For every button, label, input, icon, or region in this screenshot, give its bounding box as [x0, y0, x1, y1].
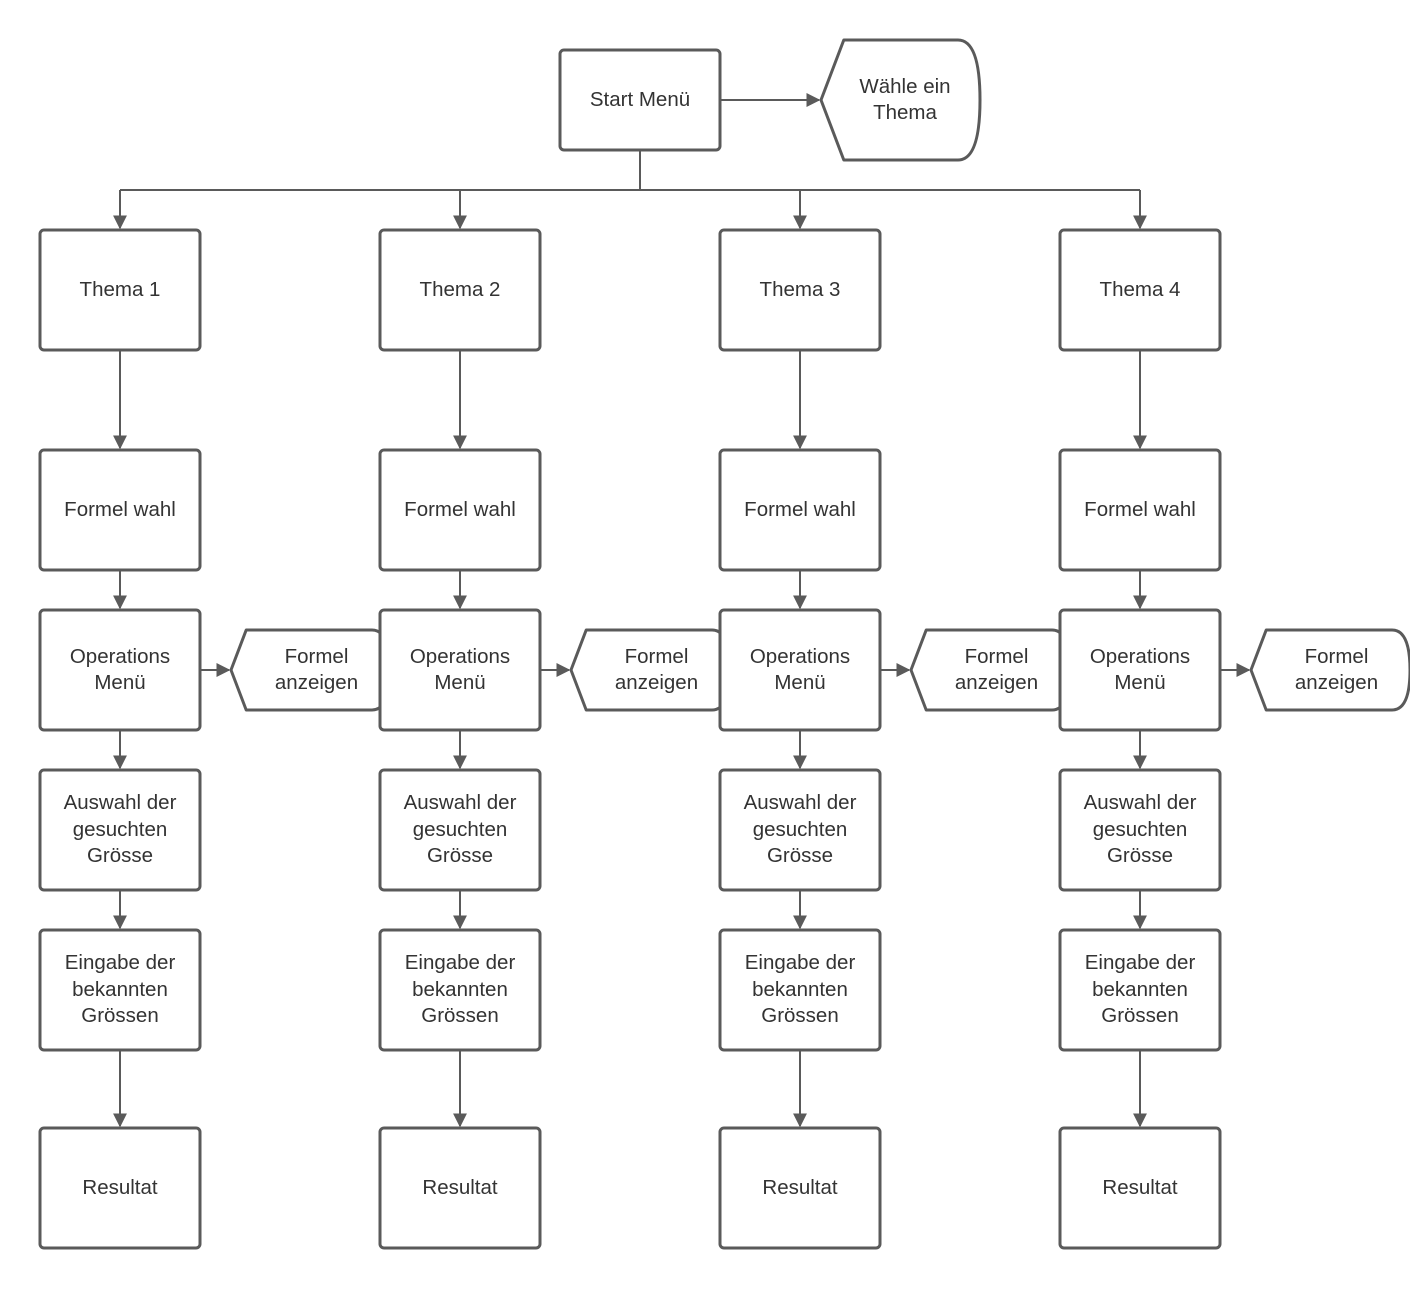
theme-box-3[interactable] — [718, 228, 882, 352]
theme-box-1[interactable] — [38, 228, 202, 352]
formula-display-shape-3[interactable] — [909, 628, 1072, 712]
operations-box-4[interactable] — [1058, 608, 1222, 732]
start-menu-box[interactable] — [558, 48, 722, 152]
result-box-1[interactable] — [38, 1126, 202, 1250]
theme-box-2[interactable] — [378, 228, 542, 352]
formula-box-4[interactable] — [1058, 448, 1222, 572]
formula-box-2[interactable] — [378, 448, 542, 572]
start-display-shape[interactable] — [819, 38, 982, 162]
formula-box-3[interactable] — [718, 448, 882, 572]
formula-box-1[interactable] — [38, 448, 202, 572]
select-box-4[interactable] — [1058, 768, 1222, 892]
select-box-2[interactable] — [378, 768, 542, 892]
input-box-4[interactable] — [1058, 928, 1222, 1052]
operations-box-2[interactable] — [378, 608, 542, 732]
operations-box-1[interactable] — [38, 608, 202, 732]
result-box-4[interactable] — [1058, 1126, 1222, 1250]
connectors — [113, 93, 1251, 1128]
result-box-2[interactable] — [378, 1126, 542, 1250]
formula-display-shape-2[interactable] — [569, 628, 732, 712]
select-box-1[interactable] — [38, 768, 202, 892]
result-box-3[interactable] — [718, 1126, 882, 1250]
theme-box-4[interactable] — [1058, 228, 1222, 352]
operations-box-3[interactable] — [718, 608, 882, 732]
input-box-1[interactable] — [38, 928, 202, 1052]
select-box-3[interactable] — [718, 768, 882, 892]
shapes — [38, 38, 1410, 1250]
formula-display-shape-4[interactable] — [1249, 628, 1410, 712]
formula-display-shape-1[interactable] — [229, 628, 392, 712]
input-box-2[interactable] — [378, 928, 542, 1052]
input-box-3[interactable] — [718, 928, 882, 1052]
